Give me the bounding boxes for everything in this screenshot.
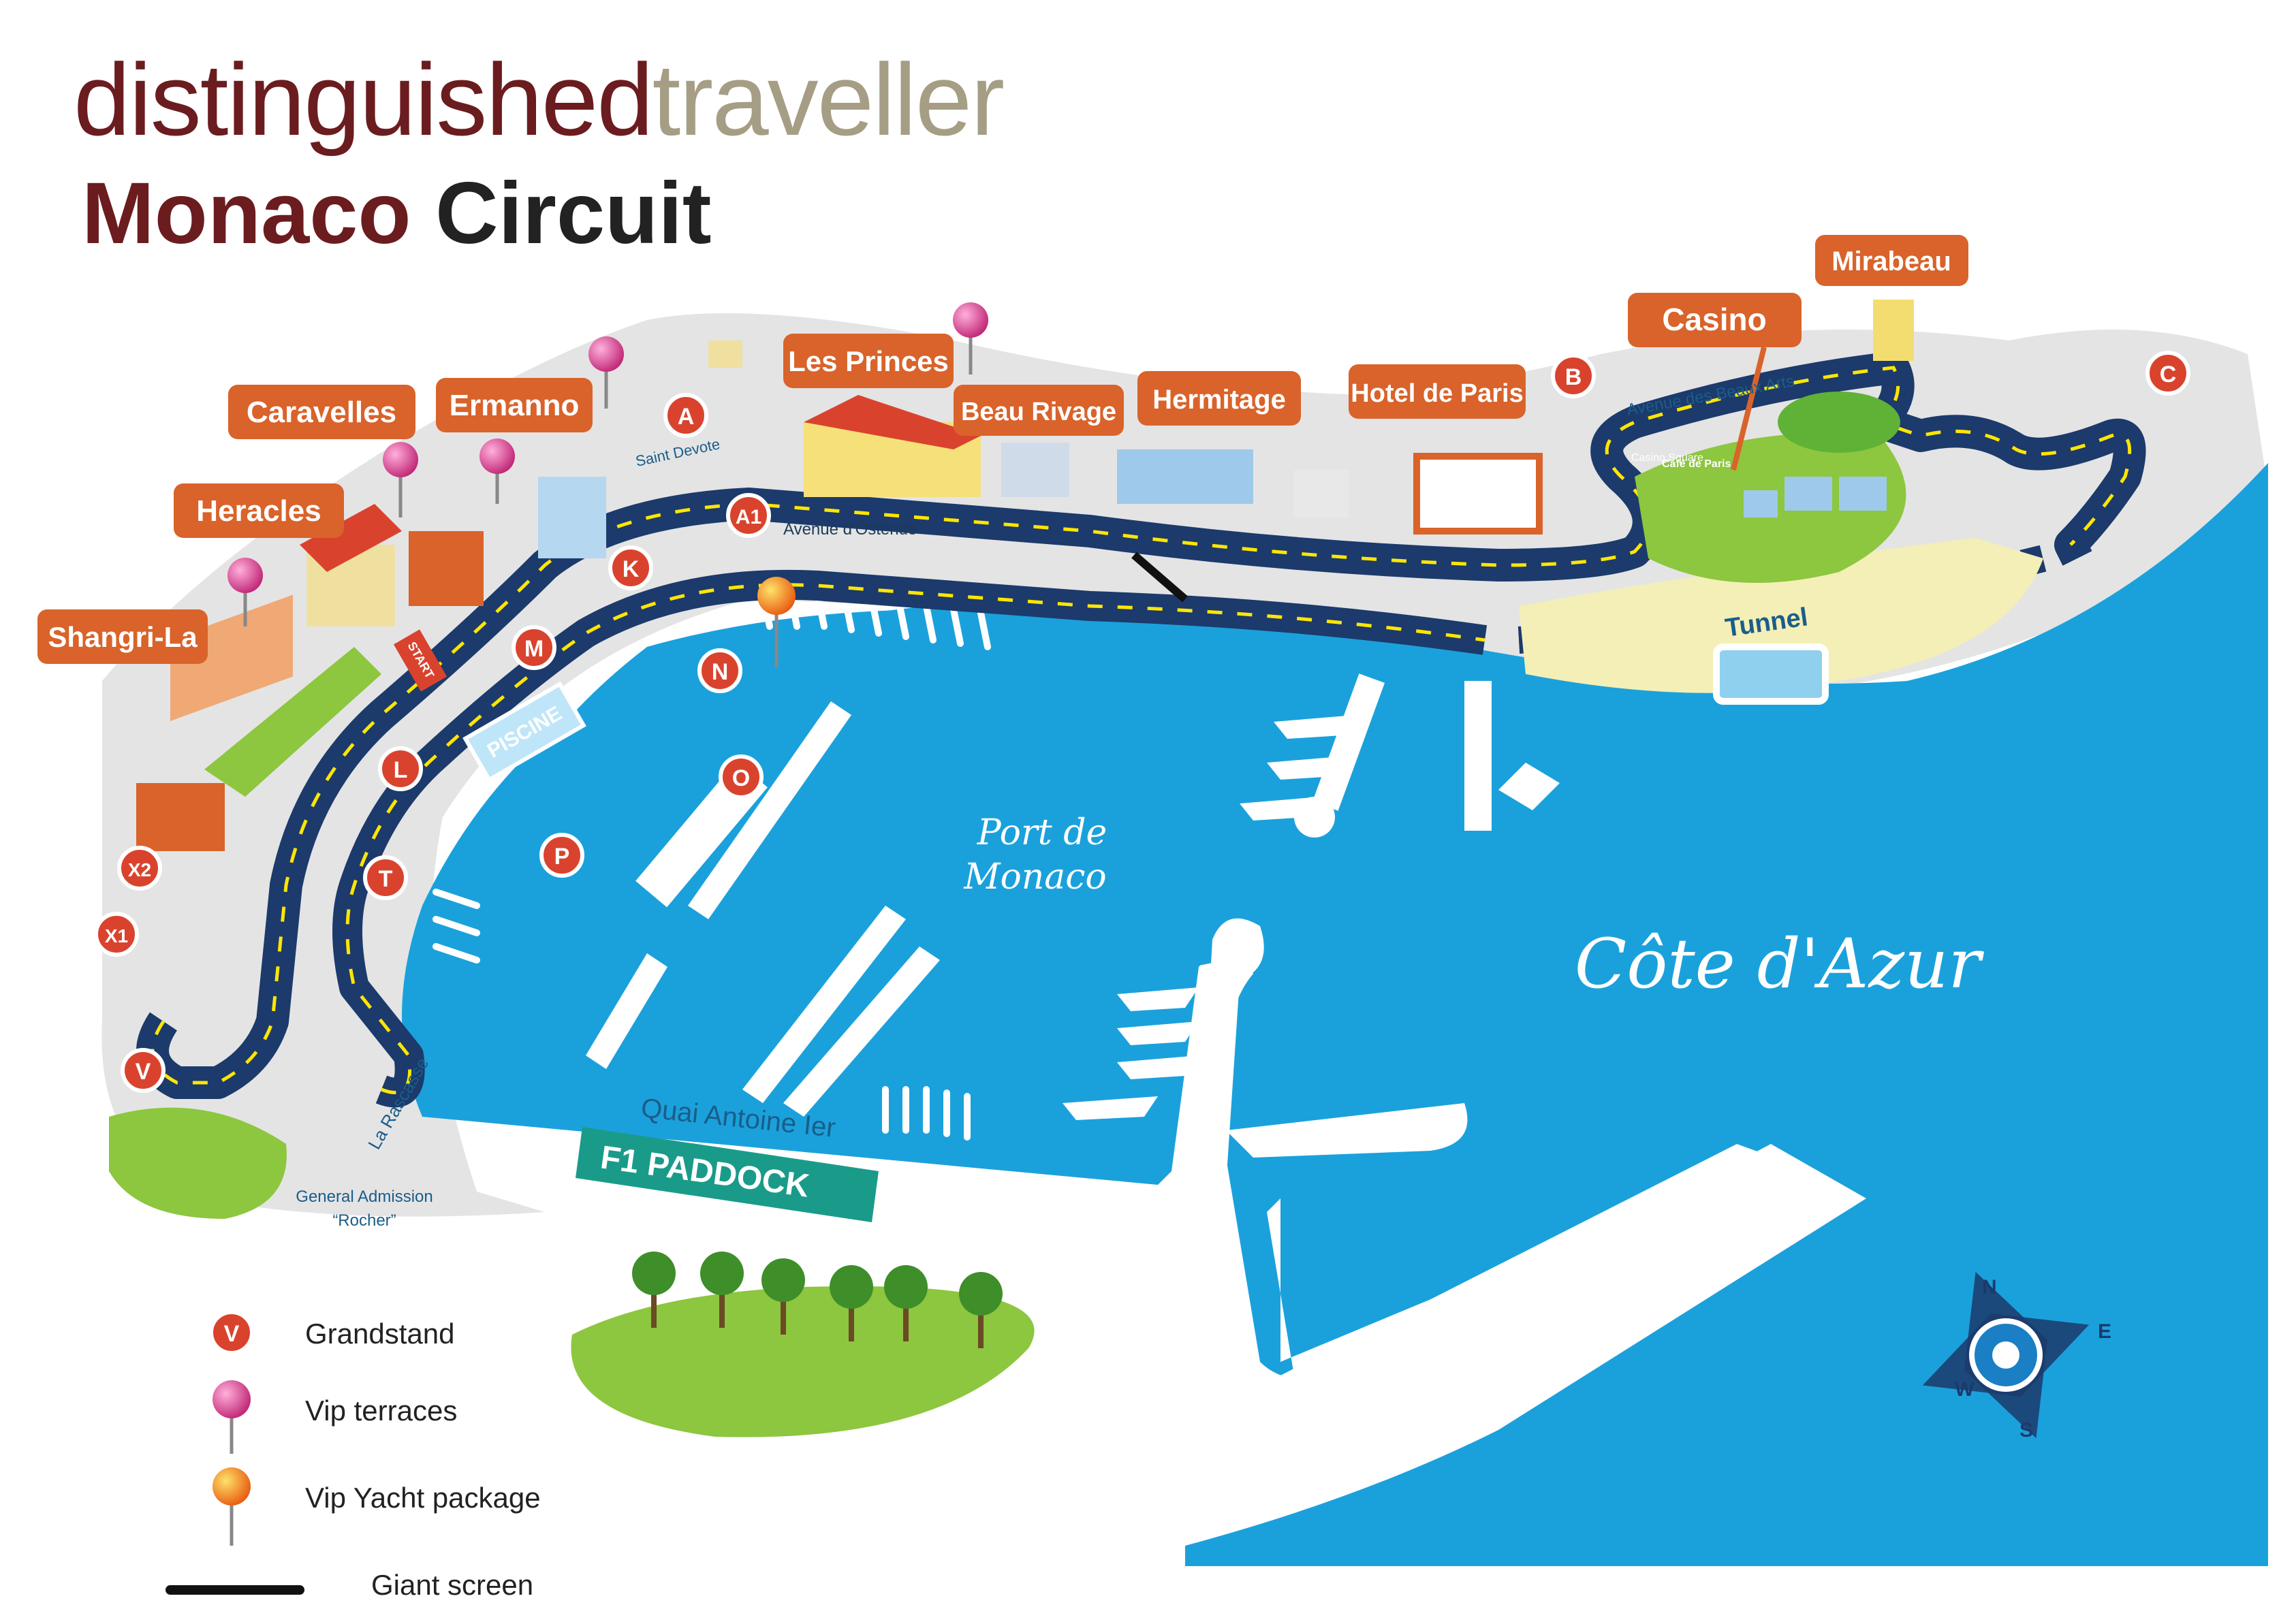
legend-vip-yacht-icon <box>213 1467 251 1546</box>
hotel-de-paris-label: Hotel de Paris <box>1351 379 1523 408</box>
grandstand-x2[interactable]: X2 <box>117 846 162 891</box>
grandstand-c[interactable]: C <box>2145 351 2190 396</box>
hotel-hermitage-label: Hermitage <box>1152 385 1286 415</box>
park-left <box>204 647 381 797</box>
grandstand-x1[interactable]: X1 <box>94 912 139 957</box>
legend-vip-terrace-icon <box>213 1380 251 1454</box>
grandstand-n[interactable]: N <box>697 648 742 693</box>
svg-text:A1: A1 <box>736 506 761 528</box>
buildings <box>136 300 1914 851</box>
brand-logo: distinguishedtraveller <box>74 41 1005 159</box>
brand-part1: distinguished <box>74 42 654 157</box>
compass-n: N <box>1982 1276 1997 1299</box>
palm-trees <box>632 1252 1003 1348</box>
avenue-ostende-label: Avenue d'Ostende <box>783 520 917 539</box>
hotel-de-paris: Hotel de Paris <box>1349 364 1526 419</box>
pool <box>1713 643 1829 705</box>
grandstand-a1[interactable]: A1 <box>726 493 771 538</box>
grandstand-b[interactable]: B <box>1551 353 1596 398</box>
svg-text:N: N <box>712 659 729 685</box>
hotel-les-princes-label: Les Princes <box>788 345 949 377</box>
hotel-casino-label: Casino <box>1662 302 1766 337</box>
port-label-line1: Port de <box>977 812 1107 853</box>
cote-azur-label: Côte d'Azur <box>1575 924 1985 1004</box>
svg-text:V: V <box>136 1059 151 1085</box>
vip-yacht-pin <box>757 577 796 667</box>
grandstand-v[interactable]: V <box>121 1048 166 1093</box>
brand-part2: traveller <box>652 42 1005 157</box>
rocher-label: “Rocher” <box>332 1211 396 1230</box>
svg-text:T: T <box>379 866 393 892</box>
hotel-ermanno: Ermanno <box>436 378 593 432</box>
hotel-les-princes: Les Princes <box>783 334 954 388</box>
grandstand-t[interactable]: T <box>363 855 408 900</box>
harbor-water <box>420 609 1498 1171</box>
giant-screen-marker <box>1131 552 1188 603</box>
svg-text:O: O <box>732 765 750 791</box>
hotel-caravelles-label: Caravelles <box>247 396 396 429</box>
map-title: Monaco Circuit <box>82 163 712 264</box>
legend-grandstand-label: Grandstand <box>305 1318 455 1350</box>
tunnel-area <box>1519 538 2043 693</box>
casino-lawn <box>1778 392 1900 453</box>
piers <box>586 673 1812 1410</box>
svg-text:V: V <box>224 1321 240 1347</box>
yachts <box>1063 715 1468 1158</box>
svg-text:P: P <box>554 844 570 870</box>
park-rascasse <box>109 1107 287 1219</box>
svg-text:X2: X2 <box>128 859 151 880</box>
grandstand-p[interactable]: P <box>539 833 584 878</box>
hotel-mirabeau: Mirabeau <box>1815 235 1968 286</box>
svg-text:M: M <box>524 636 544 662</box>
legend-vip-terraces-label: Vip terraces <box>305 1395 458 1427</box>
grandstand-o[interactable]: O <box>719 754 764 799</box>
grandstand-l[interactable]: L <box>378 746 423 791</box>
palm-island <box>571 1286 1035 1437</box>
vip-terrace-pins <box>227 302 988 626</box>
svg-text:L: L <box>394 757 408 783</box>
grandstand-a[interactable]: A <box>663 393 708 438</box>
svg-text:A: A <box>678 404 695 430</box>
grandstand-k[interactable]: K <box>608 545 653 590</box>
grandstand-m[interactable]: M <box>512 625 556 670</box>
compass-rose: N E S W <box>1922 1271 2111 1442</box>
hotel-ermanno-label: Ermanno <box>450 389 580 422</box>
hotel-caravelles: Caravelles <box>228 385 415 439</box>
grandstand-markers: A A1 B C K M N O P L T X2 X1 V <box>94 351 2190 1093</box>
casino-square-label: Casino Square <box>1631 452 1703 464</box>
hotel-hermitage: Hermitage <box>1137 371 1301 426</box>
hotel-heracles: Heracles <box>174 483 344 538</box>
hotel-casino: Casino <box>1628 293 1802 471</box>
general-admission-label: General Admission <box>296 1188 433 1206</box>
port-label-line2: Monaco <box>963 857 1106 897</box>
legend-vip-yacht-label: Vip Yacht package <box>305 1482 541 1514</box>
compass-w: W <box>1955 1378 1975 1401</box>
svg-text:C: C <box>2160 362 2177 387</box>
title-part2: Circuit <box>435 165 712 262</box>
hotel-shangri-la: Shangri-La <box>37 609 208 664</box>
compass-e: E <box>2098 1320 2111 1343</box>
hotel-beau-rivage-label: Beau Rivage <box>961 398 1116 426</box>
hotel-beau-rivage: Beau Rivage <box>954 385 1124 436</box>
hotel-shangri-la-label: Shangri-La <box>48 621 198 653</box>
marina-boats <box>433 589 991 1141</box>
hotel-heracles-label: Heracles <box>196 494 321 528</box>
title-part1: Monaco <box>82 165 411 262</box>
svg-text:K: K <box>623 556 640 582</box>
svg-text:X1: X1 <box>105 925 128 946</box>
hotel-mirabeau-label: Mirabeau <box>1831 246 1951 276</box>
legend-giant-screen-label: Giant screen <box>371 1569 534 1601</box>
compass-s: S <box>2019 1419 2033 1442</box>
cafe-de-paris-label: Café de Paris <box>1662 458 1731 470</box>
svg-text:B: B <box>1565 364 1582 390</box>
legend-grandstand-icon: V <box>209 1310 254 1355</box>
